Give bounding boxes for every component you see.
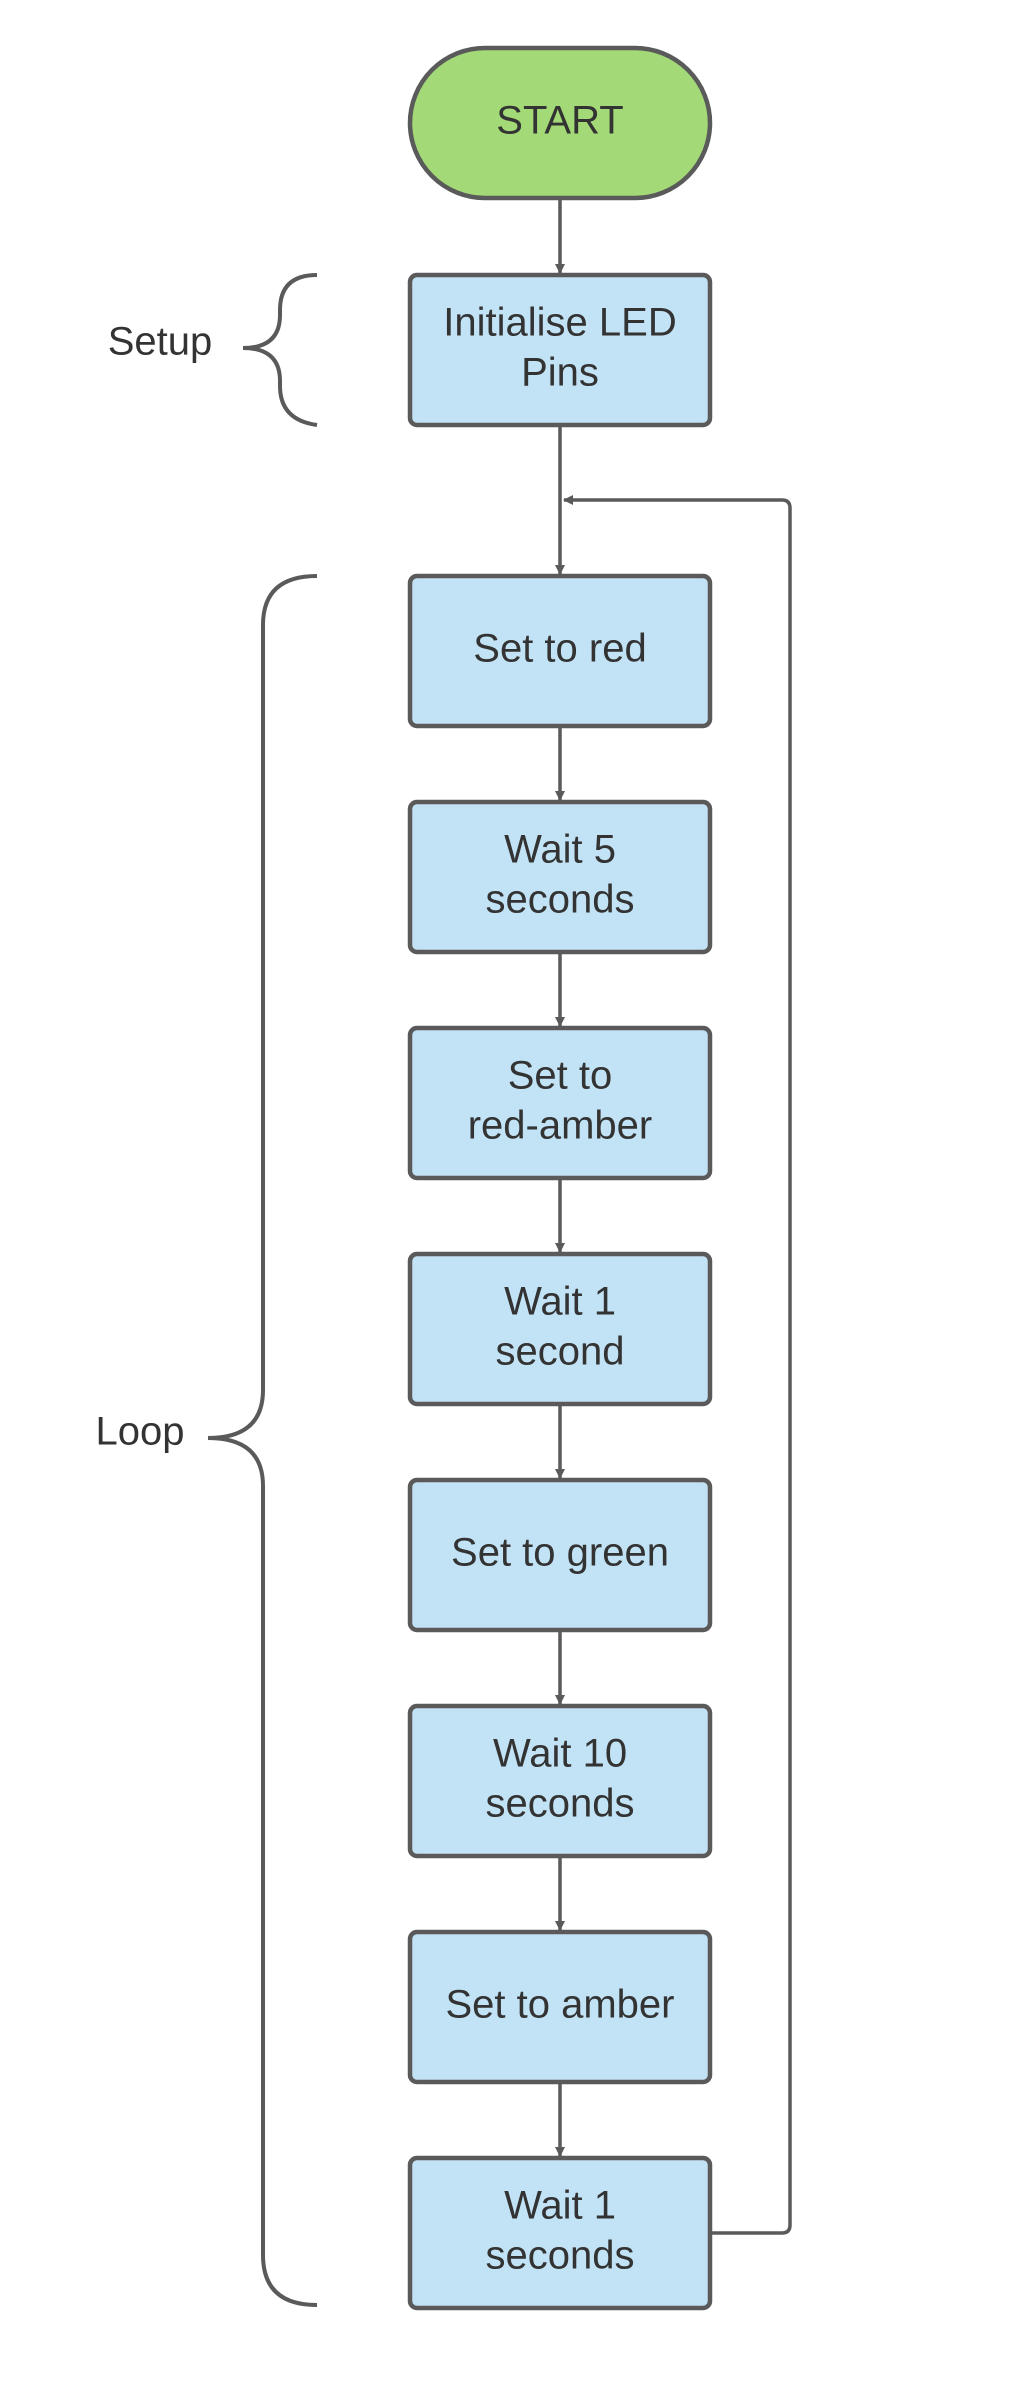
loop-step-3-shape [407,1025,713,1181]
loop-step-6-label-line-2: seconds [486,1782,635,1826]
loop-brace [207,574,318,2307]
loop-step-7: Set to amber [407,1929,713,2085]
loop-step-2: Wait 5 seconds [407,799,713,955]
setup-brace [242,273,318,427]
start-node: START [407,45,713,201]
loop-step-8: Wait 1 seconds [407,2155,713,2311]
loop-step-5: Set to green [407,1477,713,1633]
loop-step-4-label-line-2: second [496,1330,625,1374]
loop-step-3: Set to red-amber [407,1025,713,1181]
loop-step-8-shape [407,2155,713,2311]
loop-step-4-shape [407,1251,713,1407]
loop-step-7-shape [407,1929,713,2085]
loop-step-5-shape [407,1477,713,1633]
start-node-shape [407,45,713,201]
loop-step-7-label-line-1: Set to amber [445,1983,674,2027]
loop-step-2-label-line-1: Wait 5 [504,828,616,872]
loop-step-6-label-line-1: Wait 10 [493,1732,627,1776]
setup-step-1-label-line-1: Initialise LED [443,301,676,345]
loop-step-8-label-line-1: Wait 1 [504,2184,616,2228]
loop-step-8-label-line-2: seconds [486,2234,635,2278]
arrow-loop-back [563,495,792,2235]
setup-step-1-label-line-2: Pins [521,351,599,395]
loop-step-3-label-line-1: Set to [508,1054,613,1098]
loop-step-4: Wait 1 second [407,1251,713,1407]
loop-step-6: Wait 10 seconds [407,1703,713,1859]
loop-step-1: Set to red [407,573,713,729]
loop-step-6-shape [407,1703,713,1859]
start-node-label-line-1: START [496,99,623,143]
loop-step-1-label-line-1: Set to red [473,627,646,671]
loop-step-1-shape [407,573,713,729]
setup-step-1: Initialise LED Pins [407,272,713,428]
connectors-layer [555,198,792,2235]
loop-step-2-label-line-2: seconds [486,878,635,922]
loop-step-4-label-line-1: Wait 1 [504,1280,616,1324]
setup-step-1-shape [407,272,713,428]
setup-label: Setup [108,320,213,364]
loop-label: Loop [96,1410,185,1454]
loop-step-5-label-line-1: Set to green [451,1531,669,1575]
loop-step-3-label-line-2: red-amber [468,1104,653,1148]
loop-step-2-shape [407,799,713,955]
